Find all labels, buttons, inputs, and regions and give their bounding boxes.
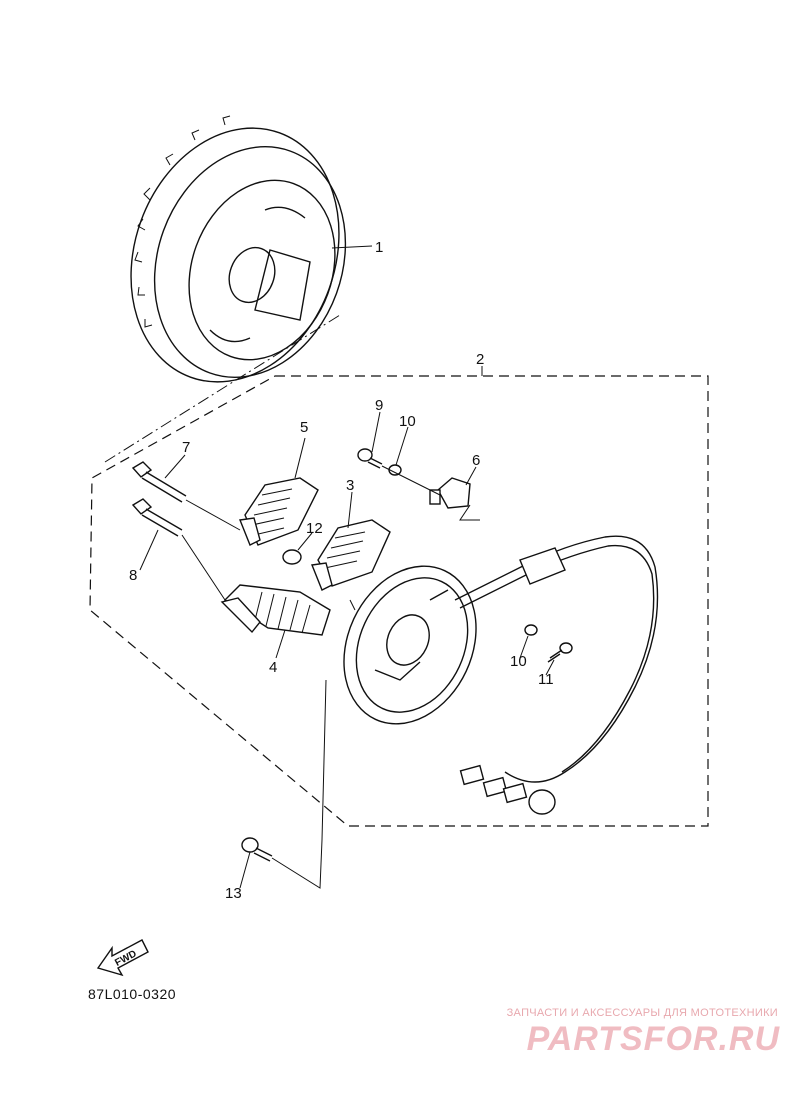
bolt-8 — [131, 498, 183, 537]
coil-3 — [311, 519, 391, 591]
callout-8: 8 — [129, 567, 137, 584]
coil-5 — [239, 477, 319, 546]
stator-base-plate — [343, 565, 477, 725]
screw-9 — [357, 448, 383, 469]
callout-2: 2 — [476, 351, 484, 368]
spacer-12 — [282, 549, 302, 565]
assembly-guide-lines — [181, 465, 480, 611]
wire-harness — [454, 535, 659, 815]
watermark-tagline: ЗАПЧАСТИ И АКСЕССУАРЫ ДЛЯ МОТОТЕХНИКИ — [506, 1007, 778, 1019]
washer-10-lower — [524, 624, 538, 636]
flywheel-rotor — [130, 115, 347, 383]
pickup-6 — [429, 477, 471, 509]
callout-13: 13 — [225, 885, 242, 902]
fwd-arrow-icon: FWD — [96, 939, 149, 977]
callout-4: 4 — [269, 659, 277, 676]
callout-10-upper: 10 — [399, 413, 416, 430]
callout-6: 6 — [472, 452, 480, 469]
screw-11 — [547, 642, 573, 663]
callout-10-lower: 10 — [510, 653, 527, 670]
callout-12: 12 — [306, 520, 323, 537]
figure-code: 87L010-0320 — [88, 986, 177, 1002]
bolt-7 — [131, 461, 187, 503]
callout-11: 11 — [538, 671, 554, 688]
watermark-logo: PARTSFOR.RU — [526, 1020, 780, 1058]
callout-7: 7 — [182, 439, 190, 456]
callout-9: 9 — [375, 397, 383, 414]
callout-5: 5 — [300, 419, 308, 436]
screw-13 — [241, 679, 327, 889]
coil-4 — [220, 584, 331, 636]
fwd-label: FWD — [113, 948, 138, 968]
callout-3: 3 — [346, 477, 354, 494]
rotor-axis-line — [104, 314, 341, 463]
stator-assembly-outline — [89, 375, 709, 827]
callout-leaders — [139, 245, 555, 889]
callout-1: 1 — [375, 239, 383, 256]
